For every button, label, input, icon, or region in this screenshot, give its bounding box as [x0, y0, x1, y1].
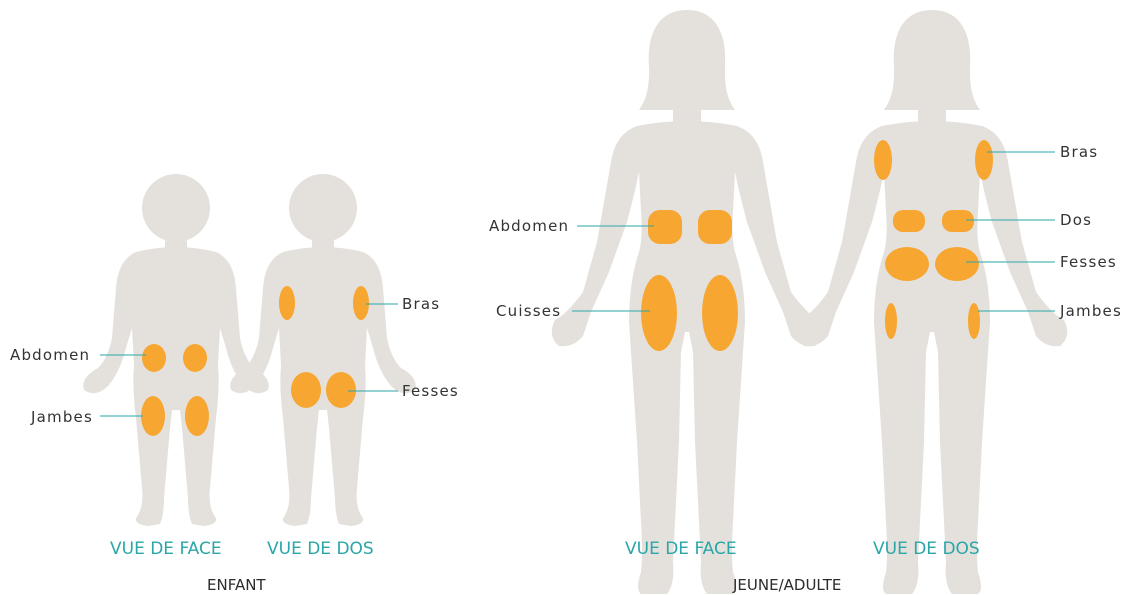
zone-adult-back-buttock-left: [885, 247, 929, 281]
adult-back-figure: [796, 10, 1068, 594]
label-child-buttocks: Fesses: [402, 382, 459, 400]
caption-group-adult: JEUNE/ADULTE: [733, 576, 842, 594]
caption-child-back-view: VUE DE DOS: [267, 539, 374, 559]
caption-adult-front-view: VUE DE FACE: [625, 539, 737, 559]
zone-child-front-abdomen-left: [142, 344, 166, 372]
zone-child-front-leg-right: [185, 396, 209, 436]
child-back-figure: [230, 174, 416, 526]
zone-adult-back-leg-right: [968, 303, 980, 339]
zone-adult-back-leg-left: [885, 303, 897, 339]
caption-child-front-view: VUE DE FACE: [110, 539, 222, 559]
zone-child-front-leg-left: [141, 396, 165, 436]
caption-adult-back-view: VUE DE DOS: [873, 539, 980, 559]
zone-adult-back-arm-right: [975, 140, 993, 180]
zone-adult-back-arm-left: [874, 140, 892, 180]
label-adult-abdomen: Abdomen: [489, 217, 570, 235]
zone-adult-front-abdomen-right: [698, 210, 732, 244]
zone-child-back-arm-right: [353, 286, 369, 320]
label-adult-back: Dos: [1060, 211, 1093, 229]
zone-adult-back-buttock-right: [935, 247, 979, 281]
zone-adult-front-abdomen-left: [648, 210, 682, 244]
zone-child-front-abdomen-right: [183, 344, 207, 372]
adult-front-figure: [551, 10, 823, 594]
caption-group-child: ENFANT: [207, 576, 266, 594]
label-adult-arms: Bras: [1060, 143, 1099, 161]
label-child-legs: Jambes: [31, 408, 93, 426]
zone-child-back-buttock-right: [326, 372, 356, 408]
label-adult-buttocks: Fesses: [1060, 253, 1117, 271]
child-front-figure: [83, 174, 269, 526]
zone-adult-back-lower-right: [942, 210, 974, 232]
label-child-abdomen: Abdomen: [10, 346, 91, 364]
label-child-arms: Bras: [402, 295, 441, 313]
zone-child-back-arm-left: [279, 286, 295, 320]
zone-child-back-buttock-left: [291, 372, 321, 408]
label-adult-legs: Jambes: [1060, 302, 1122, 320]
zone-adult-back-lower-left: [893, 210, 925, 232]
zone-adult-front-thigh-right: [702, 275, 738, 351]
label-adult-thighs: Cuisses: [496, 302, 562, 320]
zone-adult-front-thigh-left: [641, 275, 677, 351]
